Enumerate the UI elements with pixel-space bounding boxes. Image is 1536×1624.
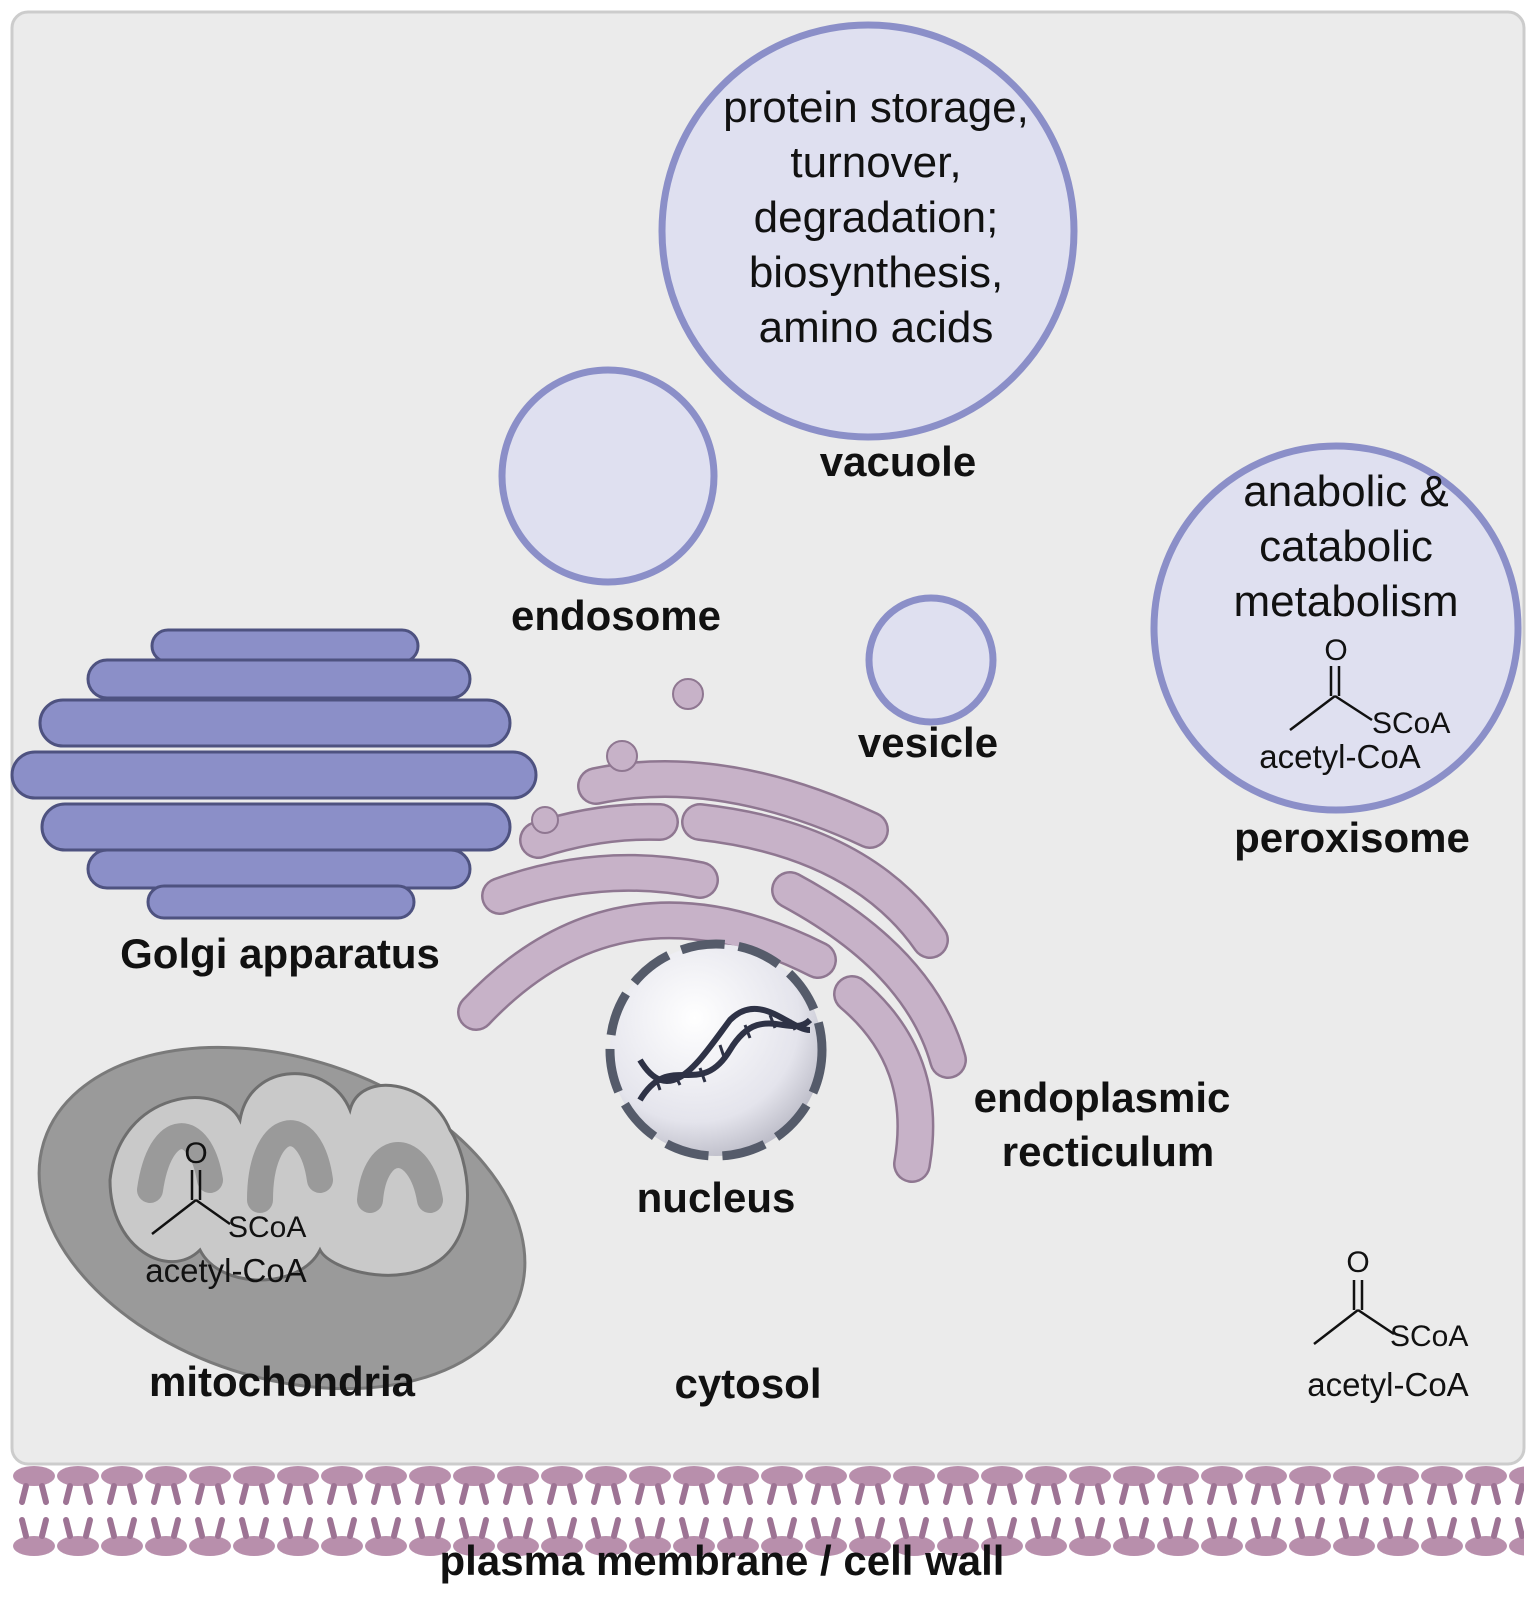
vacuole-text-4: biosynthesis, bbox=[749, 248, 1003, 297]
peroxisome-label: peroxisome bbox=[1234, 814, 1470, 861]
vacuole-label: vacuole bbox=[820, 438, 976, 485]
mitochondria: O SCoA acetyl-CoA bbox=[37, 1045, 527, 1391]
vacuole-text-2: turnover, bbox=[790, 138, 961, 187]
acetyl-coa-peroxisome: O SCoA acetyl-CoA bbox=[1259, 634, 1450, 775]
endoplasmic-reticulum bbox=[457, 740, 967, 1183]
nucleus bbox=[605, 939, 827, 1161]
transport-vesicle bbox=[672, 678, 704, 710]
acetyl-coa-group: SCoA bbox=[1372, 707, 1450, 740]
acetyl-coa-oxygen: O bbox=[1324, 634, 1347, 667]
vacuole-text-5: amino acids bbox=[759, 303, 994, 352]
acetyl-coa-name: acetyl-CoA bbox=[145, 1252, 306, 1289]
golgi-apparatus bbox=[10, 628, 538, 920]
er-label-line1: endoplasmic bbox=[974, 1074, 1231, 1121]
mitochondria-label: mitochondria bbox=[149, 1358, 416, 1405]
acetyl-coa-group: SCoA bbox=[228, 1211, 306, 1244]
peroxisome: anabolic & catabolic metabolism O SCoA a… bbox=[1150, 442, 1522, 814]
peroxisome-text-3: metabolism bbox=[1234, 577, 1459, 626]
acetyl-coa-oxygen: O bbox=[1346, 1246, 1369, 1279]
acetyl-coa-oxygen: O bbox=[184, 1137, 207, 1170]
endosome bbox=[498, 366, 718, 586]
golgi-label: Golgi apparatus bbox=[120, 930, 440, 977]
nucleus-label: nucleus bbox=[637, 1174, 796, 1221]
er-label-line2: recticulum bbox=[1002, 1128, 1214, 1175]
vesicle bbox=[865, 594, 997, 726]
acetyl-coa-mitochondria: O SCoA acetyl-CoA bbox=[145, 1137, 306, 1289]
dna-icon bbox=[637, 1005, 813, 1102]
acetyl-coa-cytosol: O SCoA acetyl-CoA bbox=[1307, 1246, 1468, 1403]
endosome-label: endosome bbox=[511, 592, 721, 639]
vacuole: protein storage, turnover, degradation; … bbox=[658, 21, 1078, 441]
vacuole-text-1: protein storage, bbox=[723, 83, 1029, 132]
peroxisome-text-1: anabolic & bbox=[1243, 467, 1448, 516]
acetyl-coa-group: SCoA bbox=[1390, 1320, 1468, 1353]
vesicle-label: vesicle bbox=[858, 719, 998, 766]
acetyl-coa-name: acetyl-CoA bbox=[1259, 738, 1420, 775]
acetyl-coa-name: acetyl-CoA bbox=[1307, 1366, 1468, 1403]
peroxisome-text-2: catabolic bbox=[1259, 522, 1433, 571]
cytosol-label: cytosol bbox=[674, 1360, 821, 1407]
plasma-membrane bbox=[12, 1466, 1524, 1558]
membrane-label: plasma membrane / cell wall bbox=[440, 1537, 1005, 1584]
vacuole-text-3: degradation; bbox=[754, 193, 999, 242]
